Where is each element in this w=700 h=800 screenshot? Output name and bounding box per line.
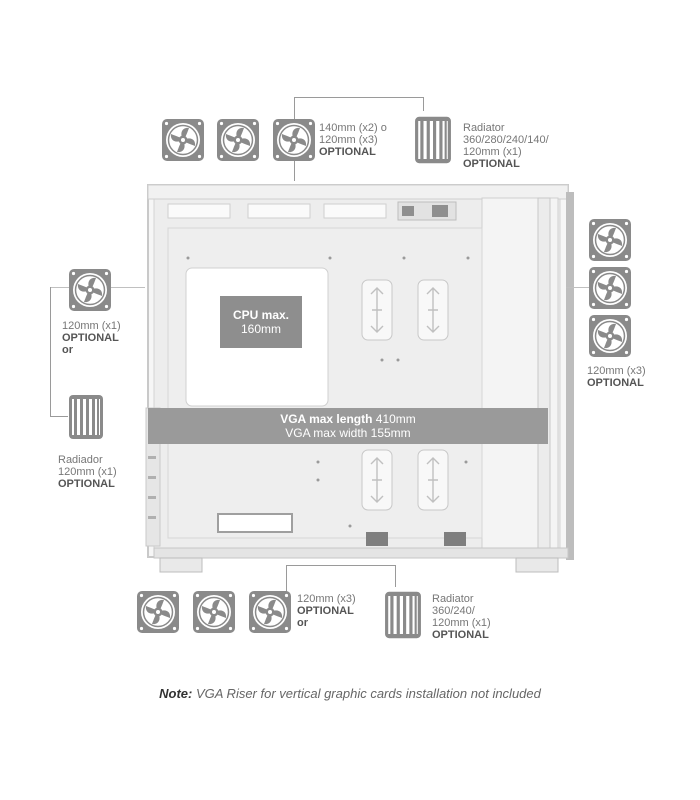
fan-icon	[161, 118, 205, 162]
front-fans-label: 120mm (x3) OPTIONAL	[587, 365, 646, 389]
cpu-title: CPU max.	[232, 308, 290, 322]
top-bracket-right	[423, 97, 424, 111]
cpu-clearance-box: CPU max. 160mm	[220, 296, 302, 348]
bottom-bracket-left	[286, 565, 287, 595]
bottom-radiator-label: Radiator 360/240/ 120mm (x1) OPTIONAL	[432, 593, 491, 641]
footnote: Note: VGA Riser for vertical graphic car…	[0, 686, 700, 701]
bottom-fans-label: 120mm (x3) OPTIONAL or	[297, 593, 356, 629]
cpu-value: 160mm	[240, 322, 281, 336]
fan-icon	[192, 590, 236, 634]
fan-icon	[272, 118, 316, 162]
rear-bracket-vert	[50, 287, 51, 417]
pc-case	[140, 180, 580, 575]
fan-icon	[136, 590, 180, 634]
footnote-text: VGA Riser for vertical graphic cards ins…	[195, 686, 541, 701]
radiator-icon	[384, 585, 422, 645]
fan-icon	[68, 268, 112, 312]
fan-icon	[588, 314, 632, 358]
vga-width-line: VGA max width 155mm	[285, 426, 411, 440]
fan-icon	[248, 590, 292, 634]
footnote-prefix: Note:	[159, 686, 193, 701]
vga-clearance-bar: VGA max length 410mm VGA max width 155mm	[148, 408, 548, 444]
bottom-bracket-bottom	[286, 565, 396, 566]
fan-icon	[588, 218, 632, 262]
top-fans-label: 140mm (x2) o 120mm (x3) OPTIONAL	[319, 122, 387, 158]
top-bracket-top	[294, 97, 424, 98]
top-radiator-label: Radiator 360/280/240/140/ 120mm (x1) OPT…	[463, 122, 549, 170]
front-connector	[566, 287, 590, 288]
bottom-bracket-right	[395, 565, 396, 587]
rear-bracket-bottom	[50, 416, 68, 417]
vga-length-label: VGA max length	[280, 412, 373, 426]
fan-icon	[216, 118, 260, 162]
vga-length-line: VGA max length 410mm	[148, 412, 548, 426]
radiator-icon	[414, 110, 452, 170]
rear-radiator-label: Radiador 120mm (x1) OPTIONAL	[58, 454, 117, 490]
fan-icon	[588, 266, 632, 310]
radiator-icon	[68, 388, 104, 446]
rear-fan-label: 120mm (x1) OPTIONAL or	[62, 320, 121, 356]
vga-length-value: 410mm	[375, 412, 416, 426]
